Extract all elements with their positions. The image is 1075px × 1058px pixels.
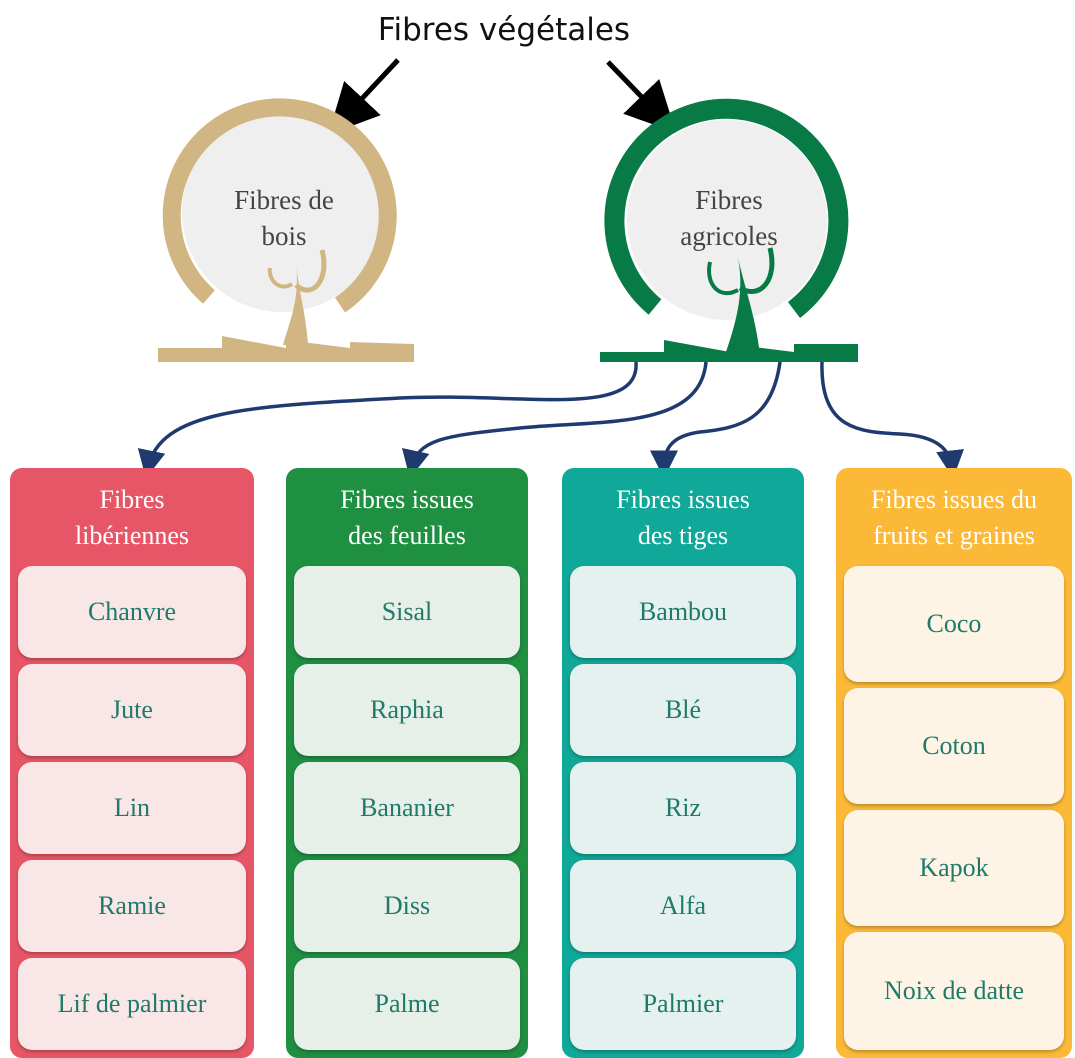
fibre-card-bananier[interactable]: Bananier [294, 762, 520, 854]
fibre-card-coco[interactable]: Coco [844, 566, 1064, 682]
connector-fruits [820, 361, 964, 479]
column-header: Fibres issues des tiges [562, 482, 804, 554]
fibre-card-riz[interactable]: Riz [570, 762, 796, 854]
column-header: Fibres issues du fruits et graines [836, 482, 1072, 554]
fibre-card-chanvre[interactable]: Chanvre [18, 566, 246, 658]
column-fibres-feuilles: Fibres issues des feuilles Sisal Raphia … [286, 468, 528, 1058]
fibre-card-palme[interactable]: Palme [294, 958, 520, 1050]
wood-tree-icon [158, 98, 414, 362]
column-fibres-fruits-graines: Fibres issues du fruits et graines Coco … [836, 468, 1072, 1058]
column-header-line1: Fibres issues [340, 485, 474, 514]
agri-tree-label: Fibres agricoles [650, 182, 808, 254]
column-header-line1: Fibres issues du [870, 485, 1038, 514]
wood-tree-label: Fibres de bois [200, 182, 368, 254]
agri-tree-icon [600, 98, 858, 362]
wood-tree-label-line2: bois [261, 221, 307, 251]
fibre-card-raphia[interactable]: Raphia [294, 664, 520, 756]
fibre-card-noix-de-datte[interactable]: Noix de datte [844, 932, 1064, 1050]
column-header-line1: Fibres issues [616, 485, 750, 514]
connector-tiges [650, 361, 782, 479]
column-fibres-liberiennes: Fibres libériennes Chanvre Jute Lin Rami… [10, 468, 254, 1058]
fibre-card-ramie[interactable]: Ramie [18, 860, 246, 952]
fibre-card-jute[interactable]: Jute [18, 664, 246, 756]
fibre-card-diss[interactable]: Diss [294, 860, 520, 952]
wood-tree-label-line1: Fibres de [234, 185, 334, 215]
column-header: Fibres libériennes [10, 482, 254, 554]
fibre-card-lif-de-palmier[interactable]: Lif de palmier [18, 958, 246, 1050]
fibre-card-coton[interactable]: Coton [844, 688, 1064, 804]
column-header-line2: fruits et graines [873, 521, 1035, 550]
column-header-line1: Fibres [99, 485, 165, 514]
column-header-line2: des feuilles [348, 521, 466, 550]
column-fibres-tiges: Fibres issues des tiges Bambou Blé Riz A… [562, 468, 804, 1058]
column-header: Fibres issues des feuilles [286, 482, 528, 554]
fibre-card-kapok[interactable]: Kapok [844, 810, 1064, 926]
fibre-card-sisal[interactable]: Sisal [294, 566, 520, 658]
connector-liberiennes [137, 361, 638, 479]
fibre-card-lin[interactable]: Lin [18, 762, 246, 854]
connector-feuilles [401, 361, 708, 479]
arrow-to-wood-tree [328, 58, 400, 135]
agri-tree-label-line2: agricoles [680, 221, 778, 251]
diagram-title: Fibres végétales [377, 12, 631, 48]
arrow-to-agri-tree [606, 60, 676, 133]
agri-tree-label-line1: Fibres [695, 185, 763, 215]
fibre-card-alfa[interactable]: Alfa [570, 860, 796, 952]
fibre-card-palmier[interactable]: Palmier [570, 958, 796, 1050]
column-header-line2: libériennes [74, 521, 190, 550]
fibre-card-ble[interactable]: Blé [570, 664, 796, 756]
column-header-line2: des tiges [637, 521, 729, 550]
fibre-card-bambou[interactable]: Bambou [570, 566, 796, 658]
